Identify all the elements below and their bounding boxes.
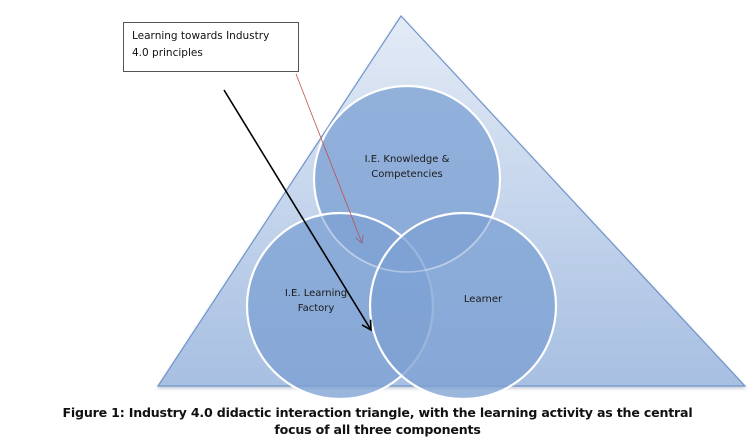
label-knowledge-line1: I.E. Knowledge & [365, 154, 450, 165]
callout-connector-arrow [295, 73, 364, 244]
venn-circles [245, 84, 558, 400]
figure-caption: Figure 1: Industry 4.0 didactic interact… [0, 404, 755, 438]
interaction-triangle-diagram: I.E. Knowledge & Competencies I.E. Learn… [156, 15, 747, 400]
label-learner: Learner [464, 294, 503, 305]
label-learning-factory-line1: I.E. Learning [285, 288, 347, 299]
caption-line1: Figure 1: Industry 4.0 didactic interact… [62, 405, 693, 420]
circle-learner[interactable] [368, 211, 558, 400]
label-learning-factory-line2: Factory [298, 303, 335, 314]
callout-line2: 4.0 principles [132, 47, 203, 59]
learning-direction-arrow [223, 89, 372, 332]
caption-line2: focus of all three components [274, 422, 481, 437]
callout-box: Learning towards Industry 4.0 principles [123, 22, 299, 72]
callout-line1: Learning towards Industry [132, 30, 270, 42]
label-knowledge-line2: Competencies [371, 169, 442, 180]
